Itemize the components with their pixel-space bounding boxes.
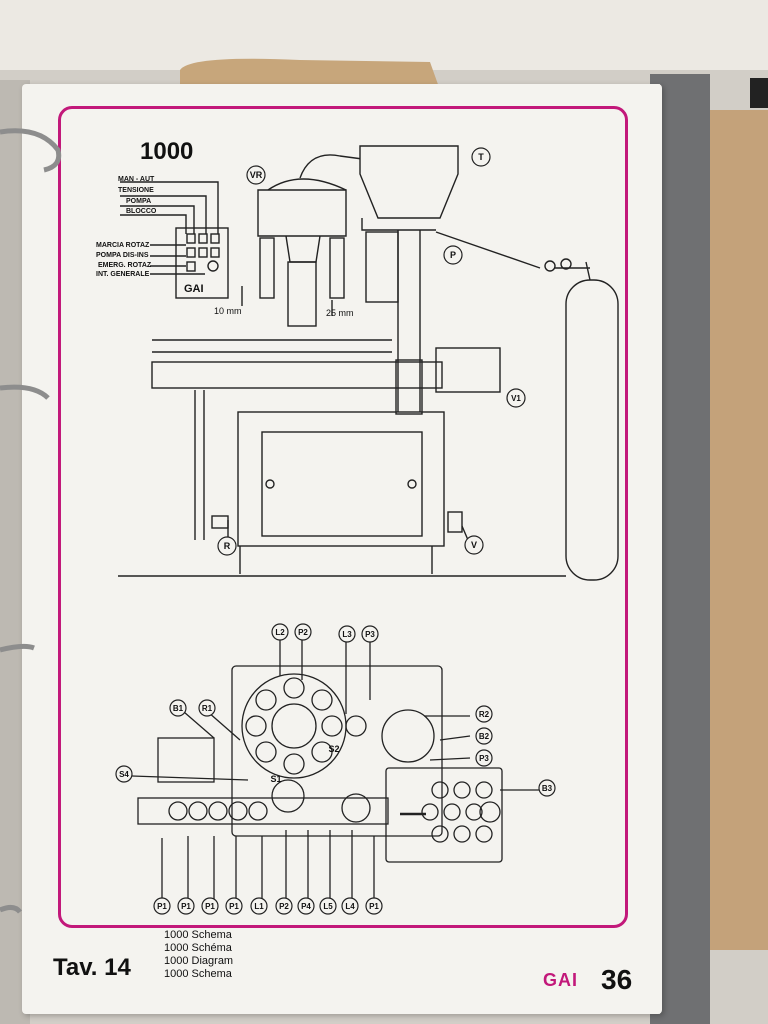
- panel-label-pompa: POMPA: [126, 198, 151, 205]
- brand-logo: GAI: [543, 970, 579, 990]
- callout-vr: VR: [250, 170, 263, 180]
- panel-switches: [186, 233, 220, 272]
- callout-bottom-5: L1: [254, 902, 264, 911]
- callout-p: P: [450, 250, 456, 260]
- model-title: 1000: [140, 138, 194, 165]
- page-number: 36: [601, 964, 633, 995]
- diagram-captions: 1000 Schema 1000 Schéma 1000 Diagram 100…: [164, 929, 233, 981]
- caption-line: 1000 Schema: [164, 929, 232, 941]
- callout-s1: S1: [270, 774, 281, 784]
- callout-bottom-7: P4: [301, 902, 311, 911]
- callout-bottom-2: P1: [181, 902, 191, 911]
- callout-r: R: [224, 541, 231, 551]
- callout-p3-right: P3: [479, 754, 489, 763]
- callout-bottom-3: P1: [205, 902, 215, 911]
- caption-line: 1000 Diagram: [164, 955, 234, 967]
- callout-bottom-1: P1: [157, 902, 167, 911]
- callout-bottom-10: P1: [369, 902, 379, 911]
- callout-b2: B2: [479, 732, 490, 741]
- panel-label-int-generale: INT. GENERALE: [96, 271, 150, 278]
- manual-page: [22, 84, 662, 1014]
- callout-r1: R1: [202, 704, 213, 713]
- dimension-25mm: 25 mm: [326, 308, 354, 318]
- callout-b1: B1: [173, 704, 184, 713]
- callout-s4: S4: [119, 770, 129, 779]
- callout-bottom-4: P1: [229, 902, 239, 911]
- callout-v: V: [471, 540, 477, 550]
- callout-bottom-8: L5: [323, 902, 333, 911]
- callout-l3: L3: [342, 630, 352, 639]
- panel-label-marcia-rotaz: MARCIA ROTAZ: [96, 242, 150, 249]
- callout-r2: R2: [479, 710, 490, 719]
- callout-p3-top: P3: [365, 630, 375, 639]
- panel-label-man-aut: MAN - AUT: [118, 176, 155, 183]
- callout-l2: L2: [275, 628, 285, 637]
- callout-t: T: [478, 152, 484, 162]
- caption-line: 1000 Schéma: [164, 942, 232, 954]
- panel-label-emerg-rotaz: EMERG. ROTAZ: [98, 262, 152, 269]
- panel-logo: GAI: [184, 283, 204, 295]
- callout-bottom-6: P2: [279, 902, 289, 911]
- dimension-10mm: 10 mm: [214, 306, 242, 316]
- panel-label-pompa-dis-ins: POMPA DIS-INS: [96, 252, 149, 259]
- callout-bottom-9: L4: [345, 902, 355, 911]
- table-label: Tav. 14: [53, 954, 131, 981]
- callout-s2: S2: [328, 744, 339, 754]
- callout-b3: B3: [542, 784, 553, 793]
- callout-v1: V1: [511, 394, 521, 403]
- panel-label-tensione: TENSIONE: [118, 187, 154, 194]
- magenta-frame: [58, 106, 628, 928]
- caption-line: 1000 Schema: [164, 968, 232, 980]
- panel-label-blocco: BLOCCO: [126, 208, 157, 215]
- callout-p2-top: P2: [298, 628, 308, 637]
